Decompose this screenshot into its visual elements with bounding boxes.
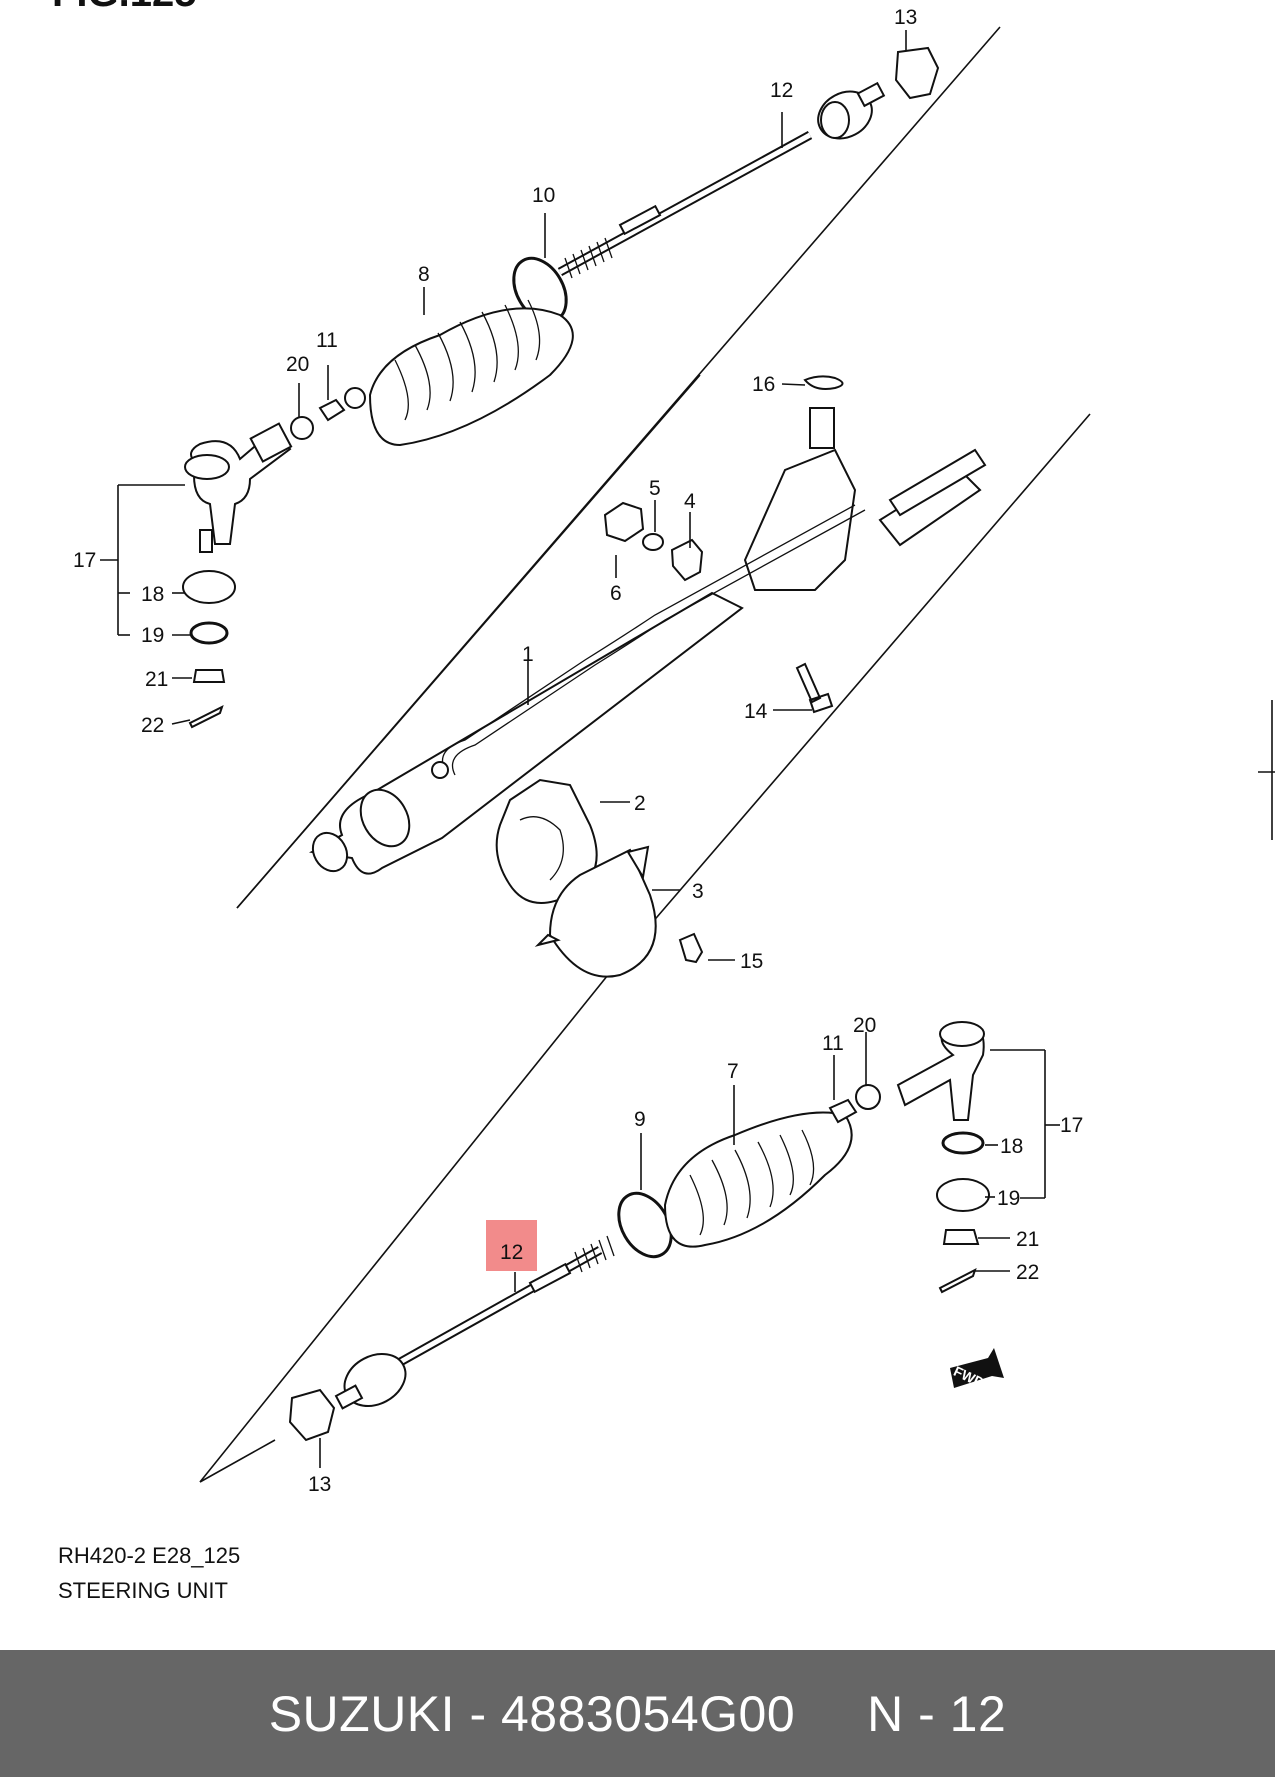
exploded-parts-diagram: FIG.125 [52, 0, 1275, 1496]
tie-rod-lower [334, 1235, 615, 1410]
callout-14: 14 [744, 700, 768, 723]
diagram-title: STEERING UNIT [58, 1578, 228, 1603]
callout-10: 10 [532, 184, 555, 207]
callout-12-upper: 12 [770, 79, 793, 102]
callout-2: 2 [634, 792, 646, 815]
callout-labels: 13 12 10 8 11 20 16 5 4 6 17 18 19 21 22… [73, 6, 1083, 1496]
spring-5 [642, 533, 664, 551]
tie-rod-end-17-lower [896, 1021, 990, 1294]
callout-20-upper: 20 [286, 353, 309, 376]
footer-spacer [795, 1685, 867, 1743]
figure-number: FIG.125 [52, 0, 197, 15]
frame-lines [199, 26, 1091, 1483]
footer-part-number: 4883054G00 [500, 1685, 796, 1742]
lock-nut-13-lower [288, 1388, 336, 1442]
highlight-box-part-12 [486, 1220, 537, 1271]
callout-18-right: 18 [1000, 1135, 1023, 1158]
footer-reference: N - 12 [867, 1685, 1007, 1742]
callout-22-right: 22 [1016, 1261, 1039, 1284]
callout-1: 1 [522, 643, 534, 666]
clip-11-upper [318, 398, 346, 422]
nut-20-lower [855, 1084, 881, 1110]
callout-19-right: 19 [997, 1187, 1020, 1210]
callout-11-upper: 11 [316, 329, 338, 352]
mount-cushion-2 [495, 778, 598, 904]
footer-separator: - [455, 1685, 501, 1742]
lock-nut-13-upper [894, 46, 940, 100]
footer-brand: SUZUKI [268, 1685, 456, 1742]
callout-5: 5 [649, 477, 661, 500]
bracket-3 [534, 845, 657, 978]
bolt-15 [678, 932, 704, 964]
callout-4: 4 [684, 490, 696, 513]
boot-8 [344, 299, 574, 447]
callout-19-left: 19 [141, 624, 164, 647]
callout-17-left: 17 [73, 549, 96, 572]
callout-7: 7 [727, 1060, 739, 1083]
tie-rod-upper [557, 81, 886, 279]
tie-rod-end-17-upper [182, 422, 293, 729]
clip-11-lower [828, 1098, 858, 1124]
callout-16: 16 [752, 373, 775, 396]
callout-6: 6 [610, 582, 622, 605]
callout-12-highlighted: 12 [500, 1241, 523, 1264]
callout-21-left: 21 [145, 668, 168, 691]
callout-22-left: 22 [141, 714, 164, 737]
nut-20-upper [290, 416, 314, 440]
callout-20-lower: 20 [853, 1014, 876, 1037]
screw-6 [603, 501, 645, 543]
bolt-16 [803, 375, 844, 390]
callout-17-right: 17 [1060, 1114, 1083, 1137]
leader-lines [100, 30, 1060, 1468]
fwd-direction-badge: FWD [950, 1348, 1004, 1391]
callout-11-lower: 11 [822, 1032, 844, 1055]
bolt-14 [795, 662, 834, 714]
callout-15: 15 [740, 950, 763, 973]
callout-13-upper: 13 [894, 6, 917, 29]
callout-18-left: 18 [141, 583, 164, 606]
callout-3: 3 [692, 880, 704, 903]
callout-13-lower: 13 [308, 1473, 331, 1496]
boot-7 [663, 1111, 853, 1248]
callout-9: 9 [634, 1108, 646, 1131]
diagram-code: RH420-2 E28_125 [58, 1543, 241, 1568]
plunger-4 [670, 538, 704, 582]
steering-gear-housing-1 [308, 407, 987, 875]
callout-8: 8 [418, 263, 430, 286]
part-number-footer: SUZUKI - 4883054G00 N - 12 [0, 1650, 1275, 1777]
callout-21-right: 21 [1016, 1228, 1039, 1251]
